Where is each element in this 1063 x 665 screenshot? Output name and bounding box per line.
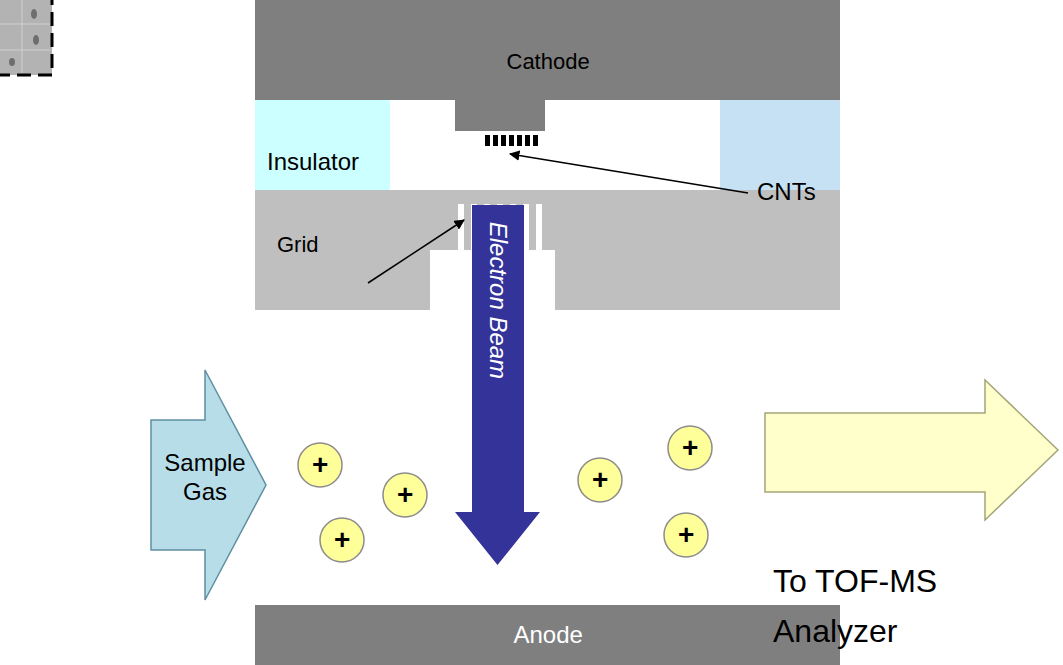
ion-circle: +	[577, 457, 623, 503]
node-text: +	[678, 521, 694, 549]
cathode-body	[255, 0, 840, 100]
ion-circle: +	[297, 442, 343, 488]
node-text: +	[682, 434, 698, 462]
ion-shape	[320, 518, 364, 562]
cnt-bar	[485, 135, 490, 146]
ion-shape	[664, 513, 708, 557]
ion-circle: +	[319, 517, 365, 563]
insulator-block	[720, 100, 840, 190]
label-anchor: To TOF-MS Analyzer	[773, 556, 983, 656]
output-label: To TOF-MS Analyzer	[773, 556, 983, 656]
beam-arrow-shape	[455, 205, 540, 565]
thumbnail-dot	[9, 58, 15, 66]
node-text: Grid	[277, 232, 319, 258]
grid-slit	[458, 204, 464, 251]
leader-line	[510, 154, 748, 193]
thumbnail-dot	[33, 35, 39, 45]
cnt-bar	[501, 135, 506, 146]
thumbnail-gridline	[22, 0, 23, 73]
grid-electrode: Grid	[255, 190, 840, 310]
node-text: Anode	[514, 621, 583, 650]
ion-shape	[383, 473, 427, 517]
node-text: +	[592, 466, 608, 494]
ion-circle: +	[663, 512, 709, 558]
thumbnail-gridline	[0, 24, 50, 25]
ion-shape	[578, 458, 622, 502]
block-fill	[255, 605, 840, 665]
ion-circle: +	[382, 472, 428, 518]
ion-shape	[668, 426, 712, 470]
node-text: +	[397, 481, 413, 509]
insulator-block: Insulator	[255, 100, 390, 190]
ion-shape	[298, 443, 342, 487]
cnt-bar	[533, 135, 538, 146]
cnt-bar	[525, 135, 530, 146]
gas-arrow-shape	[151, 370, 266, 600]
cnt-bar	[493, 135, 498, 146]
leader-line	[368, 220, 464, 283]
grid-electrode-outline	[255, 190, 840, 310]
thumbnail-gridline	[0, 50, 50, 51]
anode-block: Anode	[255, 605, 840, 665]
node-text: Electron Beam	[483, 221, 512, 378]
block-fill	[255, 100, 390, 190]
grid-body	[255, 190, 840, 310]
sem-thumbnail	[0, 0, 52, 75]
label-anchor: CNTs	[757, 178, 816, 207]
part-label: CNTs	[757, 178, 816, 207]
thumbnail-dot	[31, 9, 37, 19]
grid-slit	[536, 204, 542, 251]
sample-gas-arrow: Sample Gas	[150, 368, 268, 602]
cnt-bar	[517, 135, 522, 146]
node-text: +	[312, 451, 328, 479]
output-arrow	[765, 380, 1058, 520]
ion-circle: +	[667, 425, 713, 471]
electron-beam-arrow: Electron Beam	[455, 205, 540, 565]
node-text: Sample Gas	[155, 449, 255, 507]
node-text: Cathode	[507, 49, 590, 75]
node-text: +	[334, 526, 350, 554]
emitter-stub	[455, 99, 545, 131]
insulator-block-outline	[255, 100, 390, 190]
node-text: Insulator	[267, 148, 359, 177]
cnt-bar	[509, 135, 514, 146]
thumbnail-frame	[0, 0, 52, 75]
